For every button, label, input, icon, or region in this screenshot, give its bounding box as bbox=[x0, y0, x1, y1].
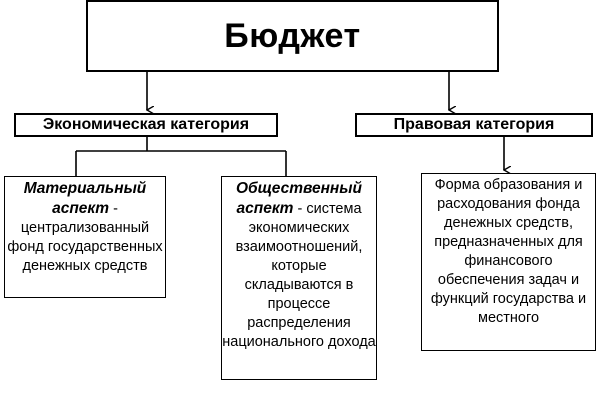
legal-form-text: Форма образования и расходования фонда д… bbox=[430, 177, 587, 326]
legal-category-box: Правовая категория bbox=[355, 113, 593, 137]
legal-category-label: Правовая категория bbox=[393, 116, 555, 133]
budget-title: Бюджет bbox=[224, 16, 361, 55]
material-aspect-term: Материальный аспект bbox=[23, 180, 147, 217]
legal-form-box: Форма образования и расходования фонда д… bbox=[421, 173, 596, 351]
material-aspect-box: Материальный аспект - централизованный ф… bbox=[4, 176, 166, 298]
budget-title-box: Бюджет bbox=[86, 0, 499, 72]
social-aspect-text: - система экономических взаимоотношений,… bbox=[222, 201, 376, 350]
social-aspect-term: Общественный аспект bbox=[236, 180, 362, 217]
economic-category-label: Экономическая категория bbox=[42, 116, 250, 133]
economic-category-box: Экономическая категория bbox=[14, 113, 278, 137]
social-aspect-box: Общественный аспект - система экономичес… bbox=[221, 176, 377, 380]
material-aspect-text: - централизованный фонд государственных … bbox=[7, 201, 163, 274]
